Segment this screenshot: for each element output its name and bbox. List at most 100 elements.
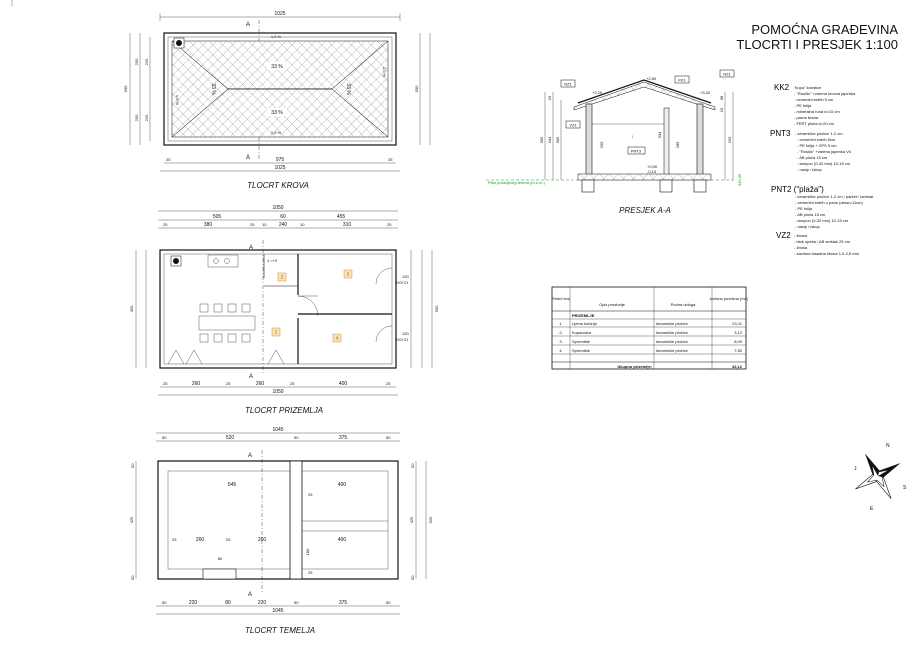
- table-total-value: 42,12: [732, 364, 743, 369]
- found-dim-top-5: 50: [386, 435, 391, 440]
- section-left-dim-5: 15: [547, 95, 552, 100]
- compass-w: J: [854, 466, 857, 472]
- spec-pnt3-line: - nasip / iskop: [797, 167, 822, 172]
- room-tag-1: 1: [275, 330, 278, 336]
- ground-floor-plan: 1050 505 60 455 25 380 25 10 240 10 310 …: [129, 205, 439, 415]
- spec-code-kk2: KK2: [774, 83, 790, 92]
- spec-pnt3-line: - AB ploča 15 cm: [797, 155, 828, 160]
- ground-section-mark-top: A: [249, 245, 253, 251]
- section-tag-nz1-right: NZ1: [723, 72, 731, 77]
- ground-dim-top2-2: 380: [204, 222, 213, 228]
- ground-dim-right-total: 500: [434, 305, 439, 312]
- found-inner-bottom-2: 260: [196, 537, 205, 543]
- spec-pnt2-line: - AB ploča 15 cm: [795, 212, 826, 217]
- table-row-name: Spremište: [572, 339, 591, 344]
- spec-kk2-line: - PE folija: [794, 103, 812, 108]
- found-dim-right-total: 525: [428, 516, 433, 523]
- section-height-below: -0,10: [647, 169, 657, 174]
- table-row-floor: keramičke pločice: [656, 348, 689, 353]
- roof-dim-bottom-inner: 975: [276, 157, 285, 163]
- table-header-no: Redni broj: [552, 296, 570, 301]
- ground-dim-top-1: 505: [213, 214, 222, 220]
- section-height-right: +3,32: [700, 90, 711, 95]
- section-right-dim-5: 16: [719, 107, 724, 112]
- table-row-floor: keramičke pločice: [656, 339, 689, 344]
- table-section-row: PRIZEMLJE: [572, 313, 595, 318]
- table-row-no: 1.: [559, 321, 562, 326]
- ground-dim-bottom-4: 260: [256, 381, 265, 387]
- spec-code-pnt3: PNT3: [770, 129, 791, 138]
- found-inner-vert-2: 180: [305, 548, 310, 555]
- found-dim-top-3: 50: [294, 435, 299, 440]
- table-header-floor: Podna obloga: [671, 302, 696, 307]
- section-arrow-mark: ↓: [631, 134, 634, 140]
- spec-code-pnt2: PNT2 ("plaža"): [771, 185, 824, 194]
- spec-code-vz2: VZ2: [776, 231, 791, 240]
- table-row-area: 23,11: [732, 321, 742, 326]
- found-dim-right-1: 50: [410, 463, 415, 468]
- found-dim-bottom-7: 50: [386, 600, 391, 605]
- compass-s: S: [903, 485, 907, 491]
- section-tag-nz1-left: NZ1: [564, 82, 572, 87]
- room-tag-4: 4: [336, 336, 339, 342]
- found-dim-bottom-total: 1045: [272, 608, 283, 614]
- spec-kk2-line: - parna brana: [794, 115, 819, 120]
- found-inner-top-right: 400: [338, 482, 347, 488]
- ground-dim-left: 450: [129, 305, 134, 312]
- roof-dim-small-right: 25: [388, 157, 393, 162]
- found-dim-bottom-4: 220: [258, 600, 267, 606]
- found-dim-top-2: 520: [226, 435, 235, 441]
- ground-dim-top-3: 455: [337, 214, 346, 220]
- found-inner-top-left: 545: [228, 482, 237, 488]
- roof-dim-bottom-outer: 1025: [274, 165, 285, 171]
- found-dim-top-4: 375: [339, 435, 348, 441]
- found-dim-left-2: 425: [129, 516, 134, 523]
- spec-pnt2-line: - tampon (0-32 mm) 10-15 cm: [795, 218, 849, 223]
- ground-dim-top2-4: 10: [262, 222, 267, 227]
- title-line-1: POMOĆNA GRAĐEVINA: [751, 22, 898, 37]
- ground-step-label: 1 =+0: [267, 258, 278, 263]
- ground-dim-top2-7: 310: [343, 222, 352, 228]
- spec-legend: KK2 "kupa" konstice - "Rosillo" +varena …: [770, 83, 874, 256]
- table-row-no: 2.: [559, 330, 562, 335]
- spec-kk2-line: - mineralna runa d=10 cm: [794, 109, 840, 114]
- ground-dim-bottom-6: 400: [339, 381, 348, 387]
- found-inner-gap: 80: [218, 556, 223, 561]
- found-inner-bottom-4: 260: [258, 537, 267, 543]
- ground-dim-bottom-total: 1050: [272, 389, 283, 395]
- section-right-dim-2: 285: [675, 141, 680, 148]
- ground-dim-bottom-3: 25: [226, 381, 231, 386]
- ground-section-mark-bottom: A: [249, 374, 253, 380]
- ground-dim-top2-5: 240: [279, 222, 288, 228]
- section-left-dim-4: 260: [599, 141, 604, 148]
- roof-plane-right: [331, 40, 389, 138]
- section-height-floor: +0,00: [647, 164, 658, 169]
- spec-kk2-line: - cementni estrih 5 cm: [794, 97, 834, 102]
- roof-slope-right: 33 %: [345, 83, 351, 95]
- ground-dim-bottom-5: 25: [290, 381, 295, 386]
- ground-dim-top-total: 1050: [272, 205, 283, 211]
- roof-dim-small-left: 25: [166, 157, 171, 162]
- roof-plan: 1025 A A 33 % 33 % 33 % 33 % 1,0 % 1,0 %…: [123, 11, 431, 190]
- spec-kk2-suffix: "kupa" konstice: [794, 85, 822, 90]
- found-inner-bottom-1: 25: [172, 537, 177, 542]
- ground-dim-top2-8: 25: [387, 222, 392, 227]
- ground-dim-top2-3: 25: [250, 222, 255, 227]
- section-left-dim-2: 344: [547, 136, 552, 143]
- section-right-dim-3: 333: [727, 136, 732, 143]
- table-total-label: Ukupno prizemlje:: [617, 364, 652, 369]
- roof-dim-left-2: 250: [134, 114, 139, 121]
- title-line-2: TLOCRTI I PRESJEK 1:100: [736, 37, 898, 52]
- section-caption: PRESJEK A-A: [619, 206, 671, 215]
- table-header-name: Opis prostorije: [599, 302, 626, 307]
- found-dim-bottom-1: 50: [162, 600, 167, 605]
- ground-dim-top2-6: 10: [300, 222, 305, 227]
- section-left-dim-3: 305: [555, 136, 560, 143]
- table-row-name: Ljetna kuhinja: [572, 321, 597, 326]
- spec-pnt3-line: - PE folija + XPS 5 cm: [797, 143, 837, 148]
- section-left-dim-1: 395: [539, 136, 544, 143]
- north-arrow-icon: [855, 453, 901, 499]
- found-inner-vert-3: 25: [308, 570, 313, 575]
- table-row-name: Kupaonica: [572, 330, 592, 335]
